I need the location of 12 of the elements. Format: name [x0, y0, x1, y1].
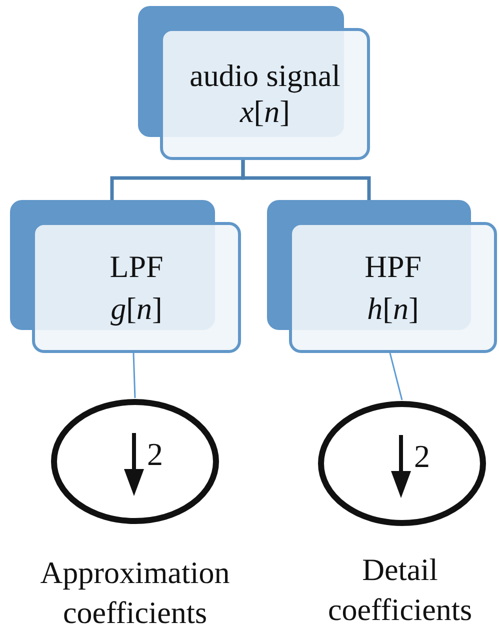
connector-line: [241, 160, 371, 200]
factor-label: 2: [147, 436, 163, 472]
connector-line: [389, 352, 403, 400]
output-caption: Detail coefficients: [326, 551, 474, 629]
factor-label: 2: [414, 438, 430, 474]
node-text: h[n]: [367, 290, 419, 326]
node-text: LPF: [110, 248, 164, 284]
node-text: HPF: [364, 248, 422, 284]
output-caption: Approximation coefficients: [39, 554, 231, 629]
node-text: g[n]: [110, 290, 162, 326]
node-text: audio signal x[n]: [188, 58, 342, 130]
connector-line: [132, 352, 136, 398]
